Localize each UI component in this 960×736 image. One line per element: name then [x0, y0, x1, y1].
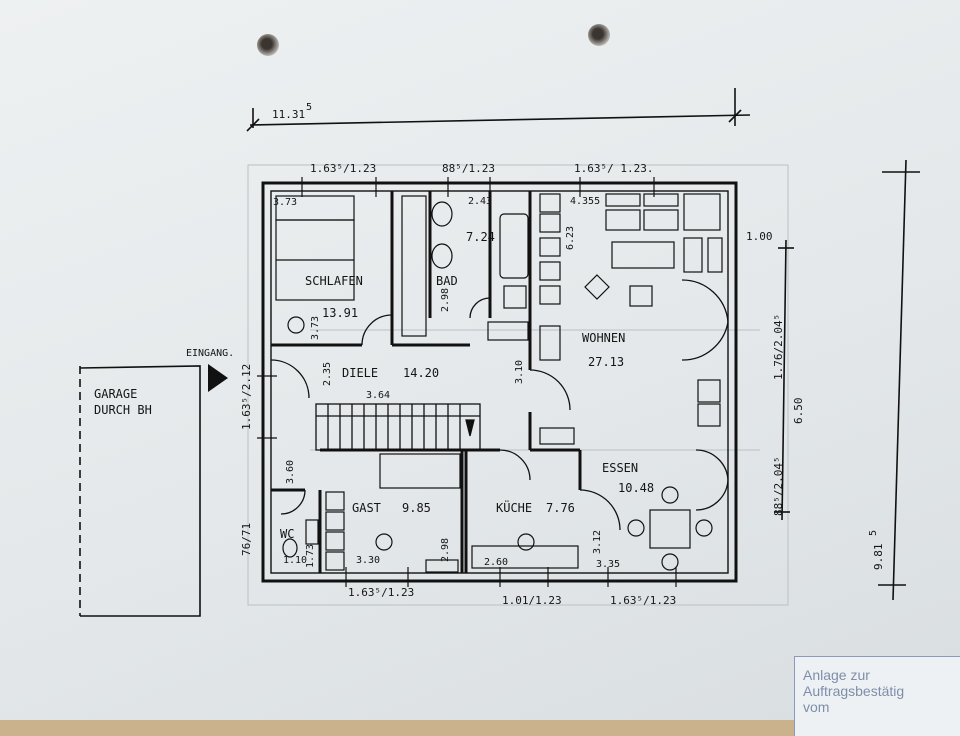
dim-wc-w: 1.10	[283, 555, 307, 566]
room-name-gast: GAST	[352, 501, 381, 515]
dim-overall-top-sup: 5	[306, 102, 312, 113]
stamp-box: Anlage zur Auftragsbestätig vom	[794, 656, 960, 736]
dim-window-bottom-left: 1.63⁵/1.23	[348, 586, 414, 599]
room-name-bad: BAD	[436, 274, 458, 288]
entrance-arrow	[208, 364, 228, 392]
dim-diele-h: 2.35	[322, 362, 333, 386]
room-name-kueche: KÜCHE	[496, 499, 532, 515]
dim-essen-w: 3.35	[596, 559, 620, 570]
garage-outline	[79, 365, 201, 617]
room-name-wc: WC	[280, 527, 294, 541]
dim-line-top	[246, 88, 751, 132]
dim-gast-w: 3.30	[356, 555, 380, 566]
dim-window-bottom-mid: 1.01/1.23	[502, 594, 562, 607]
dim-overall-top: 11.31	[272, 108, 305, 121]
garage-labels: GARAGE DURCH BH EINGANG.	[94, 348, 234, 417]
dim-wohnen-w: 4.355	[570, 196, 600, 207]
room-dimensions: 3.73 3.73 2.43 2.98 4.355 6.23 3.64 2.35…	[273, 196, 620, 570]
dim-bad-w: 2.43	[468, 196, 492, 207]
dining-furniture	[627, 486, 713, 571]
door-swings	[270, 279, 729, 531]
garage-label-line1: GARAGE	[94, 387, 137, 401]
dim-window-left: 1.63⁵/2.12	[240, 364, 253, 430]
room-name-essen: ESSEN	[602, 461, 638, 475]
dim-gast-h: 2.98	[440, 538, 451, 562]
room-name-schlafen: SCHLAFEN	[305, 274, 363, 288]
entrance-label: EINGANG.	[186, 348, 234, 359]
stamp-line-3: vom	[803, 699, 830, 715]
room-area-schlafen: 13.91	[322, 306, 358, 320]
dim-overall-right: 9.81	[872, 544, 885, 571]
room-name-diele: DIELE	[342, 366, 378, 380]
dim-schlafen-w: 3.73	[273, 197, 297, 208]
dim-kueche-h: 3.12	[592, 530, 603, 554]
garage-label-line2: DURCH BH	[94, 403, 152, 417]
dim-schlafen-h: 3.73	[310, 316, 321, 340]
window-marks	[257, 177, 677, 587]
dim-kueche-w: 2.60	[484, 557, 508, 568]
dim-bad-h: 2.98	[440, 288, 451, 312]
overall-dimensions: 11.31 5 9.81 5 6.50 1.00	[272, 102, 885, 570]
dim-right-inner: 6.50	[792, 398, 805, 425]
dim-right-offset: 1.00	[746, 230, 773, 243]
stamp-line-2: Auftragsbestätig	[803, 683, 905, 699]
room-area-essen: 10.48	[618, 481, 654, 495]
dim-diele-h2: 3.10	[514, 360, 525, 384]
dim-overall-right-sup: 5	[868, 530, 879, 536]
window-dimensions: 1.63⁵/1.23 88⁵/1.23 1.63⁵/ 1.23. 1.76/2.…	[240, 162, 785, 607]
stamp-line-1: Anlage zur	[803, 667, 870, 683]
living-furniture	[539, 193, 723, 445]
room-area-kueche: 7.76	[546, 501, 575, 515]
dim-diele-w: 3.64	[366, 390, 390, 401]
dim-window-right-upper: 1.76/2.04⁵	[772, 314, 785, 380]
room-area-wohnen: 27.13	[588, 355, 624, 369]
room-area-bad: 7.24	[466, 230, 495, 244]
dim-line-right	[774, 159, 920, 601]
punch-hole-right	[588, 24, 610, 46]
bed	[275, 195, 427, 337]
staircase	[315, 403, 481, 451]
dim-window-top-mid: 88⁵/1.23	[442, 162, 495, 175]
dim-wc-h: 1.73	[305, 544, 316, 568]
dim-gast-h2: 3.60	[285, 460, 296, 484]
room-name-wohnen: WOHNEN	[582, 331, 625, 345]
dim-window-bottom-right: 1.63⁵/1.23	[610, 594, 676, 607]
punch-hole-left	[257, 34, 279, 56]
dim-window-top-right: 1.63⁵/ 1.23.	[574, 162, 653, 175]
floor-plan: SCHLAFEN 13.91 BAD 7.24 WOHNEN 27.13 DIE…	[79, 88, 920, 617]
bath-fixtures	[431, 201, 529, 341]
dim-wohnen-h: 6.23	[565, 226, 576, 250]
dim-window-right-lower: 88⁵/2.04⁵	[772, 456, 785, 516]
dim-window-top-left: 1.63⁵/1.23	[310, 162, 376, 175]
room-area-gast: 9.85	[402, 501, 431, 515]
dim-window-left-lower: 76/71	[240, 523, 253, 556]
kitchen-guest-furniture	[282, 453, 579, 573]
room-area-diele: 14.20	[403, 366, 439, 380]
room-labels: SCHLAFEN 13.91 BAD 7.24 WOHNEN 27.13 DIE…	[280, 230, 654, 541]
